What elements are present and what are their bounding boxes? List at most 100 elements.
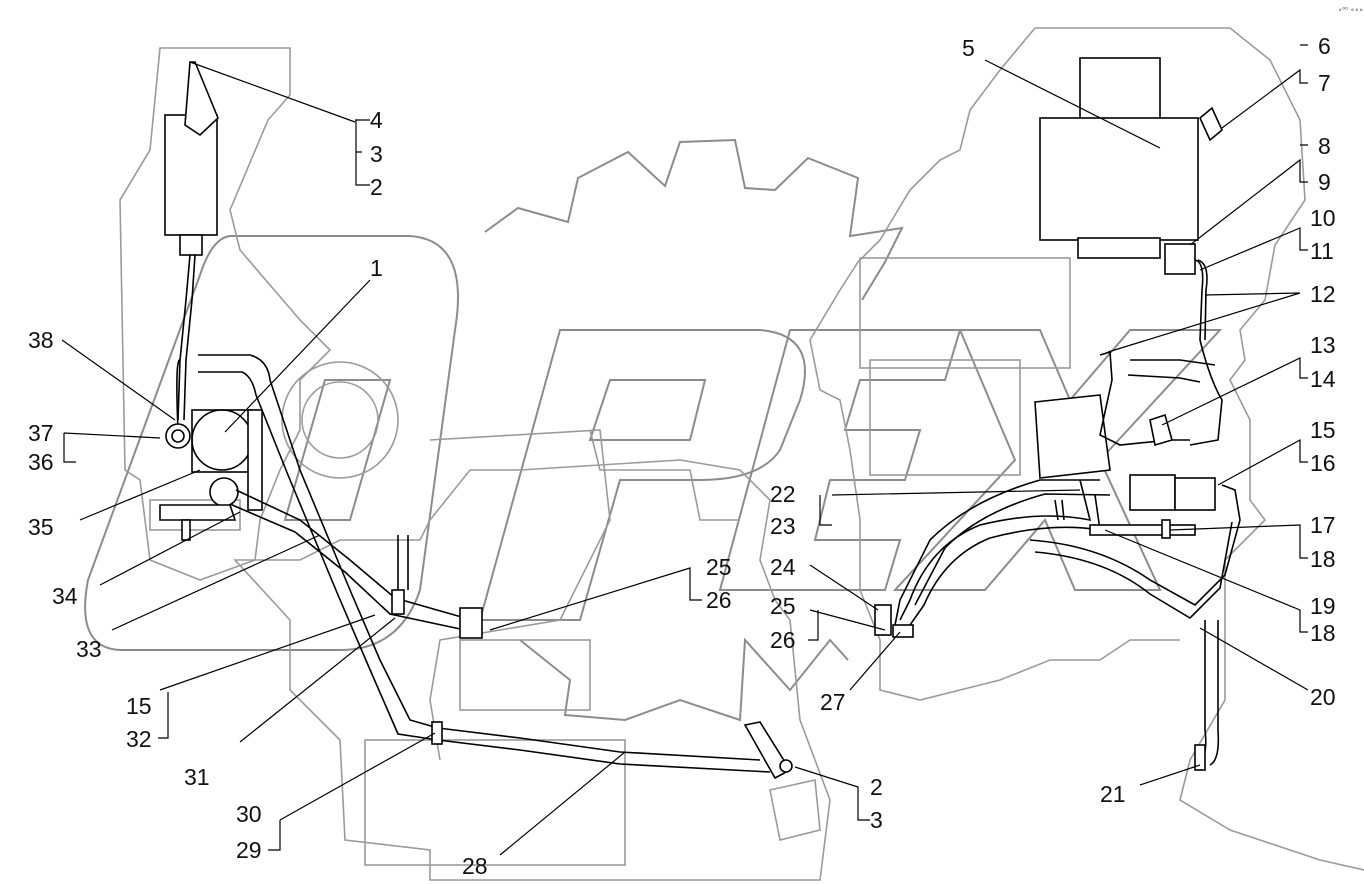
bolt-34 <box>181 519 191 541</box>
riser-pipe <box>397 535 409 590</box>
callout-10: 10 <box>1310 205 1336 231</box>
valve-box <box>164 114 218 236</box>
callout-labels: 1 2 2 3 3 4 5 6 7 8 9 10 11 12 13 14 15 … <box>28 33 1336 879</box>
callout-19: 19 <box>1310 593 1336 619</box>
callout-20: 20 <box>1310 684 1336 710</box>
watermark-letter-e <box>718 329 962 591</box>
heater-unit <box>1039 117 1199 241</box>
filter-13 <box>1149 413 1173 447</box>
callout-3-bottom: 3 <box>870 807 883 833</box>
coolant-tube-14 <box>1127 359 1216 383</box>
callout-28: 28 <box>462 853 488 879</box>
callout-37: 37 <box>28 420 54 446</box>
watermark-gear <box>484 138 904 722</box>
valve-handle <box>184 61 219 137</box>
bracket-34 <box>159 504 237 521</box>
pump-16 <box>1174 477 1216 511</box>
callout-36: 36 <box>28 449 54 475</box>
callout-12: 12 <box>1310 281 1336 307</box>
corner-mark: ∘⁰⁰ ∘∘∘ <box>1338 6 1363 14</box>
callout-30: 30 <box>236 801 262 827</box>
callout-26-center: 26 <box>706 587 732 613</box>
callout-14: 14 <box>1310 366 1336 392</box>
pump-15 <box>1129 474 1176 511</box>
leader-lines <box>61 44 1309 856</box>
callout-2-top: 2 <box>370 174 383 200</box>
fuel-line-12 <box>1189 259 1223 446</box>
hose-23 <box>894 479 1111 626</box>
drain-cock-21 <box>1194 744 1206 771</box>
drain-tube-20 <box>1199 620 1220 766</box>
fuel-tube-13 <box>1099 350 1190 446</box>
callout-23: 23 <box>770 513 796 539</box>
machine-frame-outline <box>119 27 1364 881</box>
clamp-37-inner <box>171 429 185 443</box>
callout-16: 16 <box>1310 450 1336 476</box>
callout-4: 4 <box>370 107 383 133</box>
watermark <box>84 138 1223 722</box>
callout-3-top: 3 <box>370 141 383 167</box>
callout-31: 31 <box>184 764 210 790</box>
return-pipe-inner <box>229 503 466 631</box>
fuel-pump <box>1034 394 1111 479</box>
return-pipe-outer <box>235 489 466 619</box>
callout-33: 33 <box>76 636 102 662</box>
callout-9: 9 <box>1318 169 1331 195</box>
clamp-27 <box>892 624 914 638</box>
left-heater-group <box>159 61 793 780</box>
callout-27: 27 <box>820 689 846 715</box>
clamp-24 <box>874 604 892 636</box>
callout-35: 35 <box>28 514 54 540</box>
engine-block-outline <box>429 429 611 761</box>
bolt-17 <box>1161 519 1171 539</box>
pump-body <box>191 409 253 471</box>
callout-1: 1 <box>370 255 383 281</box>
gearbox-outline <box>459 639 591 711</box>
callout-7: 7 <box>1318 70 1331 96</box>
callout-18-lower: 18 <box>1310 620 1336 646</box>
clamp-25 <box>459 607 483 639</box>
callout-6: 6 <box>1318 33 1331 59</box>
elbow-35 <box>209 477 239 507</box>
hose-18 <box>1029 484 1241 620</box>
callout-11: 11 <box>1310 238 1334 264</box>
callout-5: 5 <box>962 35 975 61</box>
callout-2-bottom: 2 <box>870 774 883 800</box>
callout-15-left: 15 <box>126 693 152 719</box>
callout-13: 13 <box>1310 332 1336 358</box>
center-frame-outline <box>233 459 831 881</box>
watermark-letter-o <box>84 235 459 651</box>
hose-loop-38 <box>176 359 181 431</box>
callout-34: 34 <box>52 583 78 609</box>
supply-pipe-outer <box>198 354 439 729</box>
fan-ring-outline <box>281 361 399 479</box>
heater-mount-plate <box>1079 57 1161 121</box>
nozzle-6 <box>1199 106 1223 142</box>
exhaust-elbow-outline <box>769 779 821 841</box>
cab-box-outline <box>869 359 1021 476</box>
callout-15-right: 15 <box>1310 417 1336 443</box>
callout-25-right: 25 <box>770 593 796 619</box>
right-frame-outline <box>1035 27 1364 871</box>
support-bracket-outline <box>149 499 241 531</box>
supply-pipe-inner <box>198 371 439 741</box>
heater-base-plate <box>1077 237 1161 259</box>
right-heater-group <box>874 57 1241 771</box>
oil-pan-outline <box>364 739 626 866</box>
tube-stub <box>1054 499 1065 521</box>
cab-panel-outline <box>859 257 1071 369</box>
pump-mount-plate <box>247 409 263 511</box>
valve-cable-return <box>183 254 196 421</box>
callout-29: 29 <box>236 837 262 863</box>
callout-18-upper: 18 <box>1310 546 1336 572</box>
callout-21: 21 <box>1100 781 1126 807</box>
outlet-nut <box>779 759 793 773</box>
hose-22 <box>899 479 1101 626</box>
valve-fitting <box>179 234 203 256</box>
callout-25-center: 25 <box>706 554 732 580</box>
fan-hub-outline <box>301 381 379 459</box>
pipe-clip-15 <box>391 589 405 615</box>
watermark-letter-p <box>478 329 806 621</box>
